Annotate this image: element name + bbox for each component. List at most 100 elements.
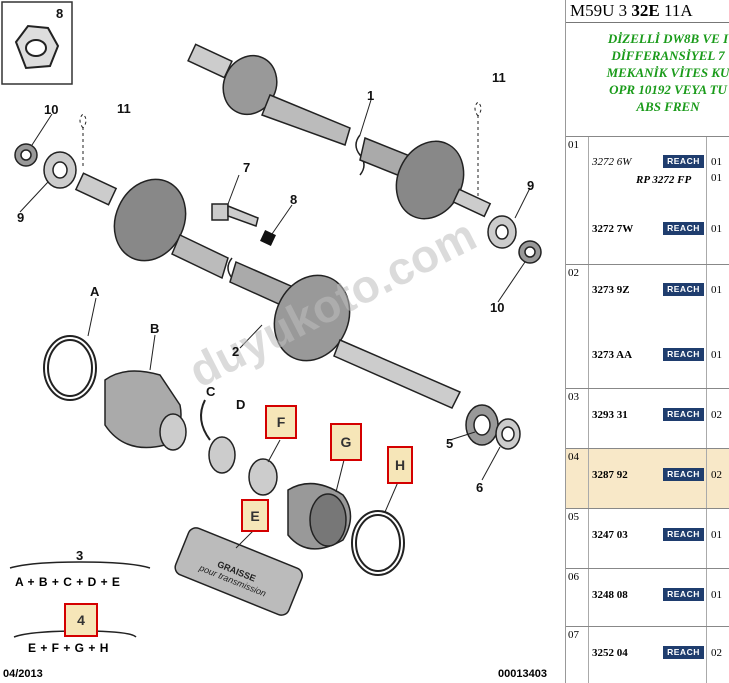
parts-row-04[interactable]: 04 3287 92 REACH 02 (566, 448, 729, 509)
part-ref[interactable]: 3272 6W (592, 156, 632, 168)
reach-badge: REACH (663, 348, 704, 361)
description-line: DİZELLİ DW8B VE I (607, 31, 729, 46)
exploded-parts-diagram: duyukoto.com 1 2 5 6 7 8 8 9 9 10 10 11 … (1, 1, 547, 680)
part-qty: 01 (711, 529, 722, 541)
callout-8: 8 (290, 192, 298, 207)
callout-8-inset: 8 (56, 6, 64, 21)
formula-top-number: 3 (76, 548, 84, 563)
row-number: 03 (568, 391, 579, 403)
grease-packet-icon (174, 527, 303, 616)
ring-d-icon (208, 436, 236, 474)
bolt-7-icon (211, 203, 259, 227)
part-ref[interactable]: 3273 9Z (592, 284, 630, 296)
part-ref[interactable]: 3287 92 (592, 469, 628, 481)
row-number: 01 (568, 139, 579, 151)
description-line: ABS FREN (636, 99, 700, 114)
part-ref[interactable]: 3293 31 (592, 409, 628, 421)
parts-row-05[interactable]: 05 3247 03 REACH 01 (566, 508, 729, 569)
nut-10-left-icon (14, 143, 38, 167)
parts-row-06[interactable]: 06 3248 08 REACH 01 (566, 568, 729, 627)
alt-part-qty: 01 (711, 172, 722, 184)
reach-badge: REACH (663, 408, 704, 421)
callout-f-highlight: F (265, 405, 297, 439)
boot-b-icon (104, 370, 187, 451)
part-ref[interactable]: 3248 08 (592, 589, 628, 601)
circlip-c-icon (200, 399, 211, 441)
formula-bottom: E + F + G + H (28, 641, 109, 655)
part-qty: 02 (711, 647, 722, 659)
title-suffix: 11A (659, 1, 693, 20)
parts-row-01[interactable]: 01 3272 6W REACH 01 RP 3272 FP 01 3272 7… (566, 136, 729, 265)
callout-9-left: 9 (17, 210, 25, 225)
formula-top-brace (9, 561, 151, 569)
reach-badge: REACH (663, 528, 704, 541)
callout-b: B (150, 321, 160, 336)
square-8-icon (260, 230, 276, 246)
panel-description: DİZELLİ DW8B VE I DİFFERANSİYEL 7 MEKANİ… (566, 24, 729, 134)
callout-2: 2 (232, 344, 240, 359)
nut-9-right-icon (487, 215, 517, 249)
part-qty: 01 (711, 223, 722, 235)
parts-panel: M59U 3 32E 11A DİZELLİ DW8B VE I DİFFERA… (565, 0, 729, 683)
part-ref[interactable]: 3272 7W (592, 223, 634, 235)
callout-1: 1 (367, 88, 375, 103)
part-qty: 02 (711, 469, 722, 481)
pin-11-right-icon (474, 101, 482, 196)
part-qty: 01 (711, 284, 722, 296)
driveshaft-1 (187, 43, 492, 220)
callout-11-right: 11 (492, 70, 506, 85)
reach-badge: REACH (663, 646, 704, 659)
nut-10-right-icon (518, 240, 542, 264)
parts-row-07[interactable]: 07 3252 04 REACH 02 (566, 626, 729, 683)
nut-9-left-icon (43, 151, 77, 189)
bearing-5-icon (465, 404, 499, 446)
reach-badge: REACH (663, 468, 704, 481)
callout-e-highlight: E (241, 499, 269, 532)
clamp-h-icon (351, 510, 405, 576)
boot-g-icon (287, 482, 352, 550)
clamp-a-icon (43, 335, 97, 401)
formula-top: A + B + C + D + E (15, 575, 121, 589)
reach-badge: REACH (663, 155, 704, 168)
row-number: 02 (568, 267, 579, 279)
row-number: 05 (568, 511, 579, 523)
part-qty: 02 (711, 409, 722, 421)
callout-5: 5 (446, 436, 454, 451)
parts-row-02[interactable]: 02 3273 9Z REACH 01 3273 AA REACH 01 (566, 264, 729, 389)
part-ref[interactable]: 3252 04 (592, 647, 628, 659)
callout-h-highlight: H (387, 446, 413, 484)
callout-d: D (236, 397, 246, 412)
leader-lines (19, 99, 531, 549)
diagram-drawing (1, 1, 542, 638)
reach-badge: REACH (663, 222, 704, 235)
nut-8-icon (14, 24, 60, 70)
reach-badge: REACH (663, 283, 704, 296)
row-number: 07 (568, 629, 579, 641)
callout-7: 7 (243, 160, 251, 175)
parts-row-03[interactable]: 03 3293 31 REACH 02 (566, 388, 729, 449)
diagram-date: 04/2013 (3, 668, 43, 680)
panel-title: M59U 3 32E 11A (566, 0, 729, 23)
part-qty: 01 (711, 156, 722, 168)
callout-11-left: 11 (117, 101, 131, 116)
description-line: MEKANİK VİTES KU (606, 65, 729, 80)
description-line: OPR 10192 VEYA TU (609, 82, 727, 97)
part-ref[interactable]: 3247 03 (592, 529, 628, 541)
part-ref[interactable]: 3273 AA (592, 349, 633, 361)
alt-part-ref[interactable]: RP 3272 FP (636, 174, 692, 186)
part-qty: 01 (711, 349, 722, 361)
title-prefix: M59U 3 (570, 1, 632, 20)
callout-c: C (206, 384, 216, 399)
callout-4-highlight: 4 (64, 603, 98, 637)
ring-f-icon (248, 458, 278, 496)
seal-6-icon (495, 418, 521, 450)
callout-6: 6 (476, 480, 484, 495)
pin-11-left-icon (79, 113, 87, 168)
row-number: 04 (568, 451, 579, 463)
diagram-code: 00013403 (498, 668, 547, 680)
row-number: 06 (568, 571, 579, 583)
callout-10-right: 10 (490, 300, 505, 315)
title-bold: 32E (631, 1, 660, 20)
description-line: DİFFERANSİYEL 7 (611, 48, 725, 63)
part-qty: 01 (711, 589, 722, 601)
